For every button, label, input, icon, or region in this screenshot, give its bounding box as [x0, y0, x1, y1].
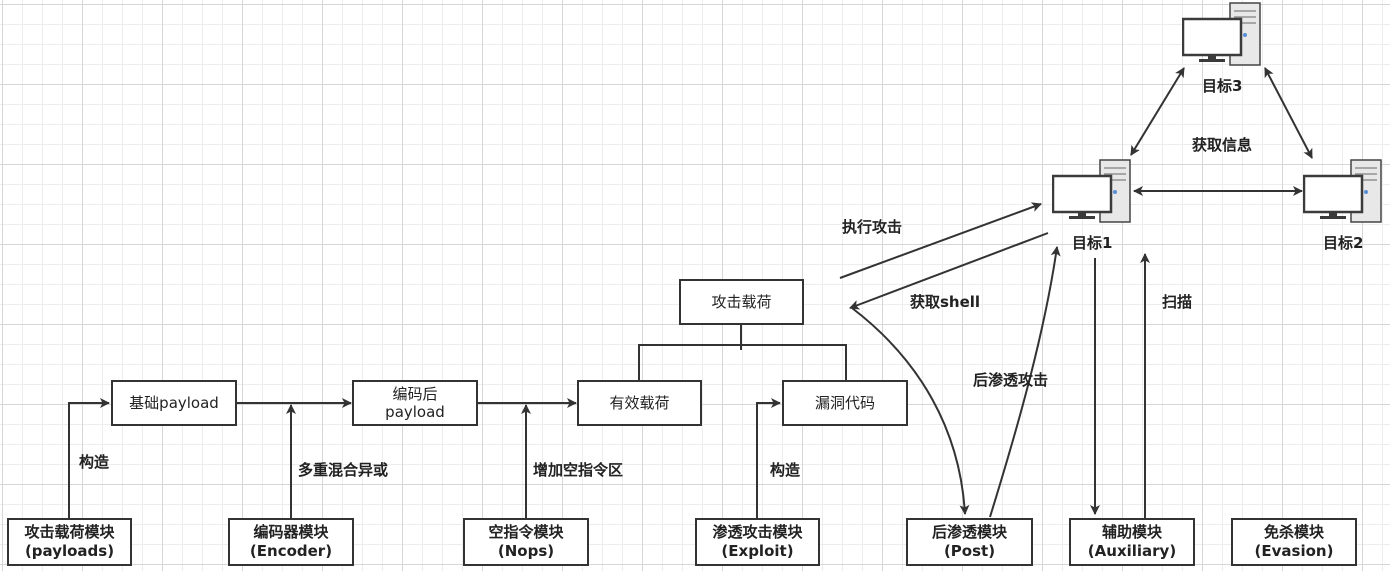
target1-computer-icon[interactable]: [1052, 158, 1134, 224]
arrow-t3-t2: [1264, 67, 1313, 159]
module-sub: (Nops): [497, 542, 555, 560]
edge-label-post-attack: 后渗透攻击: [973, 371, 1049, 389]
target2-label: 目标2: [1323, 234, 1364, 252]
edge-label-construct-1: 构造: [79, 453, 110, 471]
module-sub: (Exploit): [721, 542, 794, 560]
arrow-payloads-to-basic: [68, 398, 110, 518]
module-name: 空指令模块: [488, 523, 564, 541]
module-name: 攻击载荷模块: [24, 523, 115, 541]
vuln-code-box[interactable]: 漏洞代码: [782, 380, 908, 426]
arrow-exec-attack: [839, 202, 1042, 279]
effective-payload-label: 有效载荷: [609, 394, 670, 412]
edge-label-exec-attack: 执行攻击: [842, 218, 903, 236]
module-sub: (Evasion): [1254, 542, 1334, 560]
module-name: 辅助模块: [1101, 523, 1162, 541]
attack-payload-box[interactable]: 攻击载荷: [679, 279, 804, 325]
module-encoder[interactable]: 编码器模块 (Encoder): [228, 518, 354, 566]
edge-label-xor-mix: 多重混合异或: [298, 461, 389, 479]
target3-label: 目标3: [1202, 77, 1243, 95]
target1-label: 目标1: [1072, 234, 1113, 252]
module-sub: (Post): [943, 542, 996, 560]
module-name: 渗透攻击模块: [712, 523, 803, 541]
basic-payload-box[interactable]: 基础payload: [111, 380, 237, 426]
encoded-payload-label-1: 编码后: [392, 385, 438, 403]
tree-connector: [638, 325, 847, 380]
module-name: 免杀模块: [1263, 523, 1324, 541]
arrow-get-shell: [849, 232, 1049, 310]
edge-label-scan: 扫描: [1162, 293, 1193, 311]
encoded-payload-box[interactable]: 编码后 payload: [352, 380, 478, 426]
encoded-payload-label-2: payload: [385, 403, 445, 421]
module-nops[interactable]: 空指令模块 (Nops): [463, 518, 589, 566]
basic-payload-label: 基础payload: [129, 394, 219, 412]
arrow-to-post: [851, 307, 970, 515]
edge-label-construct-2: 构造: [770, 461, 801, 479]
arrow-t1-t3: [1130, 67, 1185, 156]
module-sub: (Auxiliary): [1087, 542, 1177, 560]
edge-label-get-shell: 获取shell: [910, 293, 981, 311]
module-payloads[interactable]: 攻击载荷模块 (payloads): [7, 518, 132, 566]
edge-label-get-info: 获取信息: [1192, 136, 1253, 154]
target3-computer-icon[interactable]: [1182, 1, 1264, 67]
effective-payload-box[interactable]: 有效载荷: [577, 380, 702, 426]
module-evasion[interactable]: 免杀模块 (Evasion): [1231, 518, 1357, 566]
arrow-exploit-to-vuln: [756, 398, 781, 518]
attack-payload-label: 攻击载荷: [711, 293, 772, 311]
module-name: 后渗透模块: [931, 523, 1007, 541]
module-post[interactable]: 后渗透模块 (Post): [906, 518, 1033, 566]
module-exploit[interactable]: 渗透攻击模块 (Exploit): [695, 518, 820, 566]
arrow-post-attack: [989, 246, 1061, 518]
vuln-code-label: 漏洞代码: [814, 394, 875, 412]
module-auxiliary[interactable]: 辅助模块 (Auxiliary): [1069, 518, 1195, 566]
target2-computer-icon[interactable]: [1303, 158, 1385, 224]
edge-label-add-nops: 增加空指令区: [533, 461, 624, 479]
module-sub: (payloads): [24, 542, 115, 560]
module-sub: (Encoder): [249, 542, 333, 560]
module-name: 编码器模块: [253, 523, 329, 541]
